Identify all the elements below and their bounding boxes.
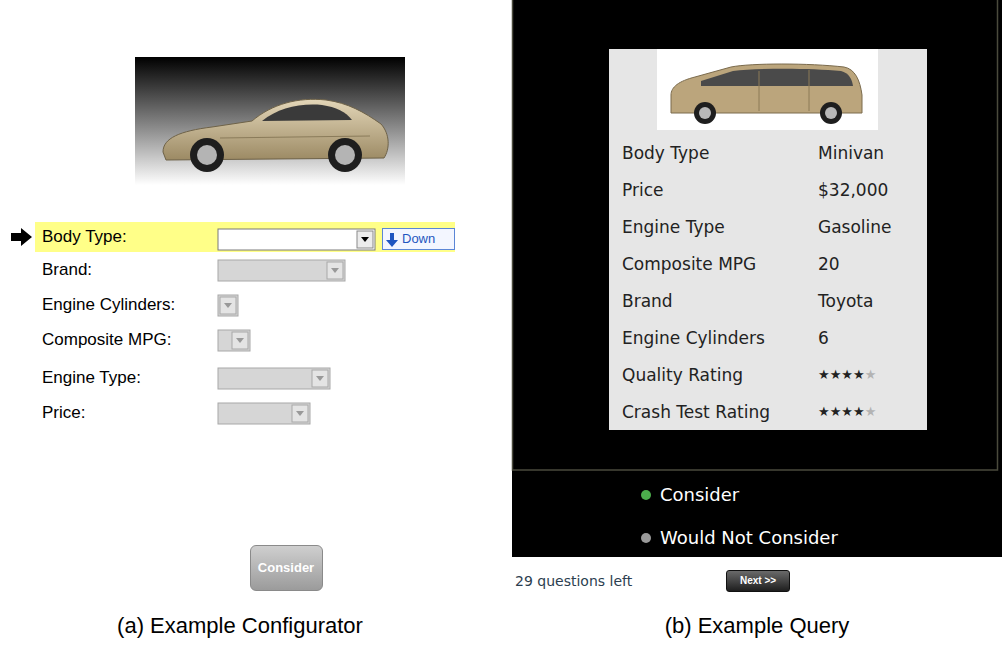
spec-name: Composite MPG	[622, 254, 756, 274]
radio-dot	[641, 533, 651, 543]
highlighted-row: Body Type: Down	[35, 222, 455, 252]
button-label: Down	[402, 231, 435, 247]
spec-name: Body Type	[622, 143, 709, 163]
spec-value: Gasoline	[818, 217, 892, 237]
field-label: Composite MPG:	[42, 330, 171, 350]
field-label: Engine Type:	[42, 368, 141, 388]
panel-frame	[513, 0, 998, 470]
figure-caption: (b) Example Query	[665, 613, 850, 639]
button-label: Next >>	[740, 575, 776, 587]
radio-option: Would Not Consider	[660, 527, 838, 549]
radio-dot	[641, 490, 651, 500]
query-panel: ConsiderWould Not Consider Body Type Miniv…	[512, 0, 1002, 557]
spec-value: Minivan	[818, 143, 884, 163]
spec-value: 6	[818, 328, 829, 348]
disabled-dropdowns	[218, 260, 345, 424]
next-button: Next >>	[726, 570, 790, 592]
field-label: Body Type:	[42, 227, 127, 247]
spec-name: Price	[622, 180, 663, 200]
field-label: Price:	[42, 403, 85, 423]
figure-caption: (a) Example Configurator	[117, 613, 363, 639]
spec-name: Brand	[622, 291, 673, 311]
consider-button: Consider	[250, 545, 323, 591]
spec-name: Quality Rating	[622, 365, 743, 385]
minivan-picture	[657, 49, 878, 130]
spec-value: Toyota	[818, 291, 873, 311]
down-arrow-icon	[386, 233, 398, 247]
spec-name: Engine Type	[622, 217, 725, 237]
questions-counter: 29 questions left	[515, 573, 632, 590]
sports-car-picture	[135, 57, 405, 185]
spec-value: 20	[818, 254, 840, 274]
field-label: Brand:	[42, 260, 92, 280]
radio-option: Consider	[660, 484, 739, 506]
field-label: Engine Cylinders:	[42, 295, 175, 315]
row-pointer-arrow	[11, 228, 32, 246]
spec-value: ★★★★★	[818, 404, 876, 420]
down-button: Down	[382, 228, 455, 250]
spec-value: ★★★★★	[818, 367, 876, 383]
spec-name: Crash Test Rating	[622, 402, 770, 422]
button-label: Consider	[258, 560, 314, 576]
car-card: Body Type MinivanPrice $32,000Engine Type G…	[609, 49, 927, 430]
spec-name: Engine Cylinders	[622, 328, 765, 348]
body-type-dropdown	[218, 229, 375, 250]
spec-value: $32,000	[818, 180, 888, 200]
